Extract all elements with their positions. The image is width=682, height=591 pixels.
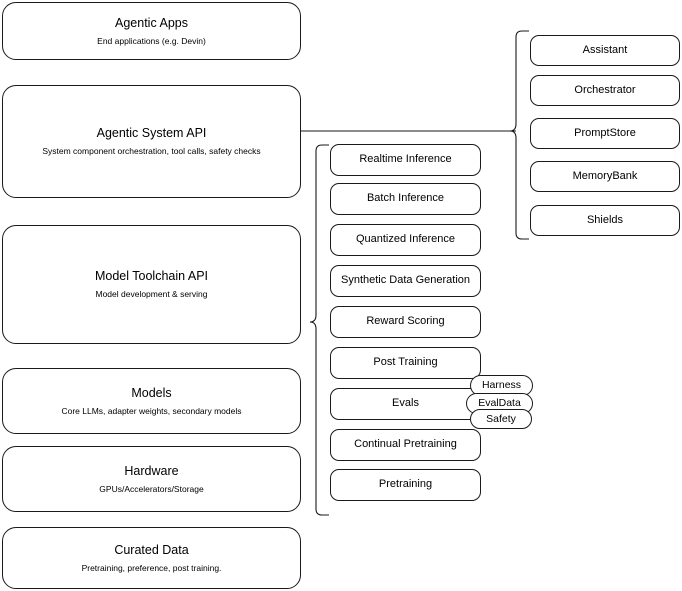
pill-label: Safety: [486, 412, 516, 425]
toolchain-node-realtime-inference[interactable]: Realtime Inference: [330, 144, 481, 176]
layer-subtitle: System component orchestration, tool cal…: [42, 146, 261, 156]
layer-agentic-apps[interactable]: Agentic Apps End applications (e.g. Devi…: [2, 2, 301, 60]
layer-title: Hardware: [124, 463, 179, 478]
node-label: Reward Scoring: [366, 315, 445, 328]
layer-agentic-system-api[interactable]: Agentic System API System component orch…: [2, 85, 301, 198]
layer-subtitle: Pretraining, preference, post training.: [81, 562, 222, 573]
node-label: Pretraining: [378, 478, 433, 491]
layer-subtitle: End applications (e.g. Devin): [97, 35, 206, 46]
layer-subtitle: Model development & serving: [95, 289, 208, 299]
pill-label: Harness: [481, 379, 522, 392]
node-label: Post Training: [373, 356, 438, 369]
node-label: Evals: [392, 397, 419, 410]
system-node-promptstore[interactable]: PromptStore: [530, 118, 680, 149]
toolchain-group-brace: [309, 144, 329, 516]
node-label: PromptStore: [574, 126, 636, 139]
layer-hardware[interactable]: Hardware GPUs/Accelerators/Storage: [2, 446, 301, 512]
layer-title: Curated Data: [114, 542, 189, 557]
system-node-orchestrator[interactable]: Orchestrator: [530, 75, 680, 106]
toolchain-node-batch-inference[interactable]: Batch Inference: [330, 183, 481, 215]
toolchain-node-reward-scoring[interactable]: Reward Scoring: [330, 306, 481, 338]
layer-models[interactable]: Models Core LLMs, adapter weights, secon…: [2, 368, 301, 434]
layer-title: Models: [131, 385, 172, 400]
node-label: Continual Pretraining: [354, 438, 457, 451]
node-label: Quantized Inference: [355, 233, 456, 246]
node-label: MemoryBank: [572, 169, 638, 182]
layer-title: Agentic System API: [96, 126, 207, 141]
node-label: Orchestrator: [574, 83, 636, 96]
right-group-brace: [509, 30, 529, 240]
toolchain-node-quantized-inference[interactable]: Quantized Inference: [330, 224, 481, 256]
system-node-assistant[interactable]: Assistant: [530, 35, 680, 66]
node-label: Synthetic Data Generation: [340, 274, 471, 287]
toolchain-node-evals[interactable]: Evals: [330, 388, 481, 420]
toolchain-node-pretraining[interactable]: Pretraining: [330, 469, 481, 501]
node-label: Shields: [586, 213, 624, 226]
node-label: Realtime Inference: [359, 153, 452, 166]
node-label: Batch Inference: [366, 192, 445, 205]
node-label: Assistant: [582, 43, 628, 56]
layer-title: Model Toolchain API: [94, 269, 209, 284]
toolchain-node-synthetic-data-generation[interactable]: Synthetic Data Generation: [330, 265, 481, 297]
layer-curated-data[interactable]: Curated Data Pretraining, preference, po…: [2, 527, 301, 589]
toolchain-node-continual-pretraining[interactable]: Continual Pretraining: [330, 429, 481, 461]
layer-subtitle: Core LLMs, adapter weights, secondary mo…: [61, 405, 242, 416]
evals-pill-safety[interactable]: Safety: [470, 409, 532, 429]
system-node-memorybank[interactable]: MemoryBank: [530, 161, 680, 192]
system-node-shields[interactable]: Shields: [530, 205, 680, 236]
layer-subtitle: GPUs/Accelerators/Storage: [99, 483, 204, 494]
pill-label: EvalData: [478, 397, 521, 410]
layer-title: Agentic Apps: [115, 15, 188, 30]
layer-model-toolchain-api[interactable]: Model Toolchain API Model development & …: [2, 225, 301, 344]
toolchain-node-post-training[interactable]: Post Training: [330, 347, 481, 379]
